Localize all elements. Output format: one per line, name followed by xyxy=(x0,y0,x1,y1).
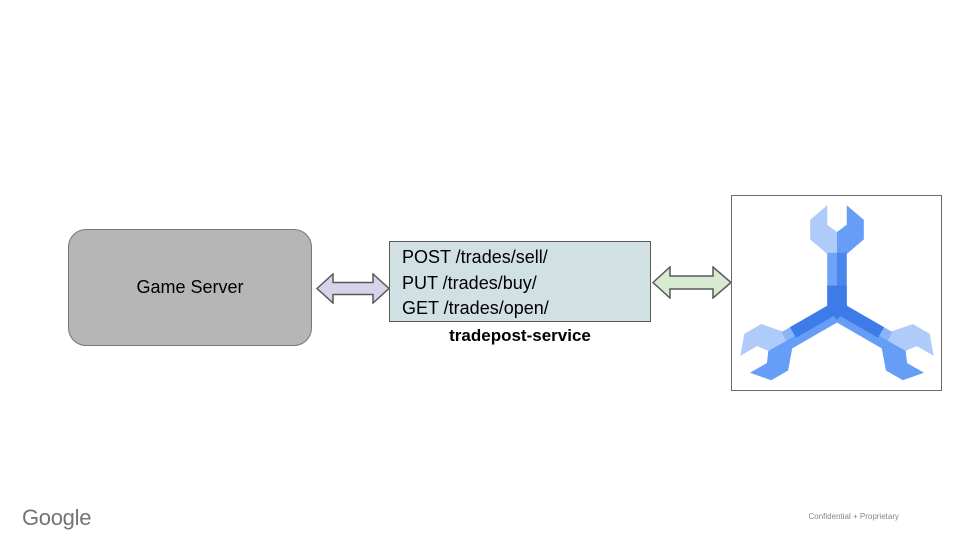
confidentiality-note: Confidential + Proprietary xyxy=(808,512,900,521)
endpoint-line: POST /trades/sell/ xyxy=(402,247,548,267)
game-service-double-arrow[interactable] xyxy=(316,273,390,304)
service-name-label: tradepost-service xyxy=(449,326,591,345)
google-logo: Google xyxy=(22,505,92,530)
service-spanner-double-arrow[interactable] xyxy=(652,266,732,299)
game-server-node[interactable]: Game Server xyxy=(68,229,312,346)
endpoint-line: PUT /trades/buy/ xyxy=(402,272,537,293)
game-server-label: Game Server xyxy=(136,277,244,297)
tradepost-service-node[interactable]: POST /trades/sell/ PUT /trades/buy/ GET … xyxy=(389,241,651,322)
endpoint-line: GET /trades/open/ xyxy=(402,298,549,318)
cloud-spanner-icon xyxy=(739,205,934,381)
cloud-spanner-node[interactable] xyxy=(731,195,942,391)
